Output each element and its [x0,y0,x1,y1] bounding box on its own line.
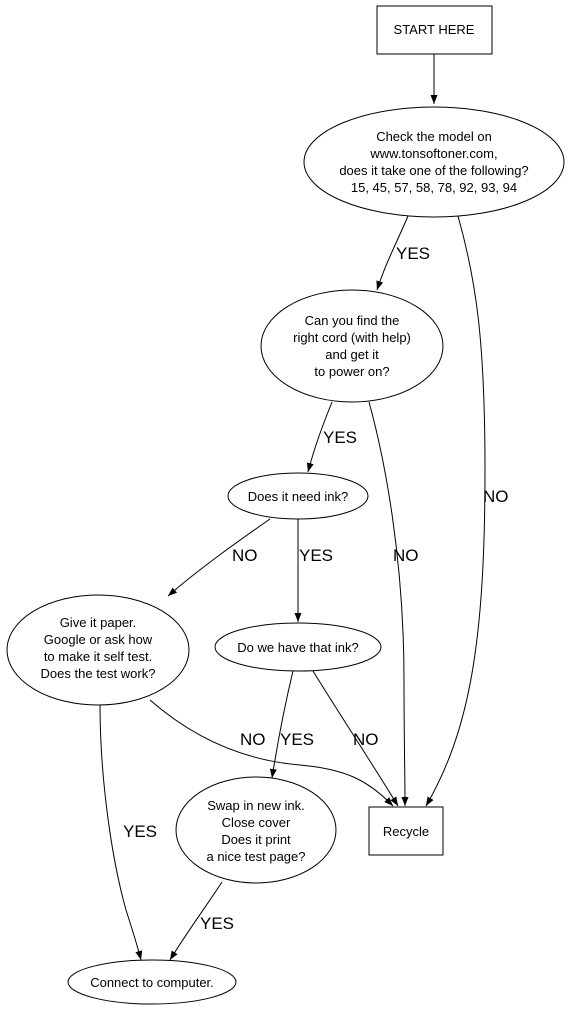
node-need-ink: Does it need ink? [227,472,369,520]
edge-labels: YES NO YES NO NO YES NO YES NO YES YES [123,244,509,933]
node-swap-ink-line-3: Does it print [221,832,291,847]
node-recycle-line-1: Recycle [383,824,429,839]
node-swap-ink: Swap in new ink. Close cover Does it pri… [175,776,337,884]
node-have-ink: Do we have that ink? [214,622,382,672]
node-swap-ink-line-2: Close cover [222,815,291,830]
edge-label-ink-yes: YES [299,546,333,565]
node-give-paper-line-2: Google or ask how [44,632,153,647]
node-start-here: START HERE [376,5,493,55]
edge-label-check-no: NO [483,487,509,506]
edge-label-check-yes: YES [396,244,430,263]
edge-check-model-to-recycle [425,215,486,807]
node-check-model-line-2: www.tonsoftoner.com, [369,146,497,161]
node-give-paper-line-1: Give it paper. [60,615,137,630]
node-check-model: Check the model on www.tonsoftoner.com, … [303,106,565,218]
node-find-cord-line-3: and get it [325,347,379,362]
edge-swap-ink-to-connect [169,881,223,961]
edge-need-ink-to-give-paper [167,518,271,597]
node-connect-line-1: Connect to computer. [90,975,214,990]
edge-label-paper-yes: YES [123,822,157,841]
node-have-ink-line-1: Do we have that ink? [237,640,358,655]
node-connect: Connect to computer. [67,959,237,1005]
node-check-model-line-4: 15, 45, 57, 58, 78, 92, 93, 94 [351,180,517,195]
node-need-ink-line-1: Does it need ink? [248,489,348,504]
edge-label-have-no: NO [353,730,379,749]
node-check-model-line-3: does it take one of the following? [339,163,528,178]
node-swap-ink-line-4: a nice test page? [206,849,305,864]
edges [99,54,486,961]
node-give-paper-line-4: Does the test work? [41,666,156,681]
edge-have-ink-to-swap-ink [269,670,294,779]
node-start-here-line-1: START HERE [394,22,475,37]
edge-label-cord-no: NO [393,546,419,565]
edge-find-cord-to-need-ink [306,401,333,473]
edge-label-swap-yes: YES [200,914,234,933]
node-give-paper-line-3: to make it self test. [44,649,152,664]
edge-label-ink-no: NO [232,546,258,565]
edge-give-paper-to-connect [99,703,143,961]
edge-give-paper-to-recycle [149,699,394,807]
node-recycle: Recycle [368,806,444,856]
node-find-cord: Can you find the right cord (with help) … [260,289,444,403]
edge-have-ink-to-recycle [312,670,399,807]
node-find-cord-line-4: to power on? [314,364,389,379]
node-find-cord-line-1: Can you find the [305,313,400,328]
node-give-paper: Give it paper. Google or ask how to make… [6,594,190,706]
edge-find-cord-to-recycle [368,401,409,807]
edge-check-model-to-find-cord [376,215,409,291]
node-check-model-line-1: Check the model on [376,129,492,144]
node-find-cord-line-2: right cord (with help) [293,330,411,345]
edge-label-paper-no: NO [240,730,266,749]
edge-label-cord-yes: YES [323,428,357,447]
node-swap-ink-line-1: Swap in new ink. [207,798,305,813]
edge-label-have-yes: YES [280,730,314,749]
